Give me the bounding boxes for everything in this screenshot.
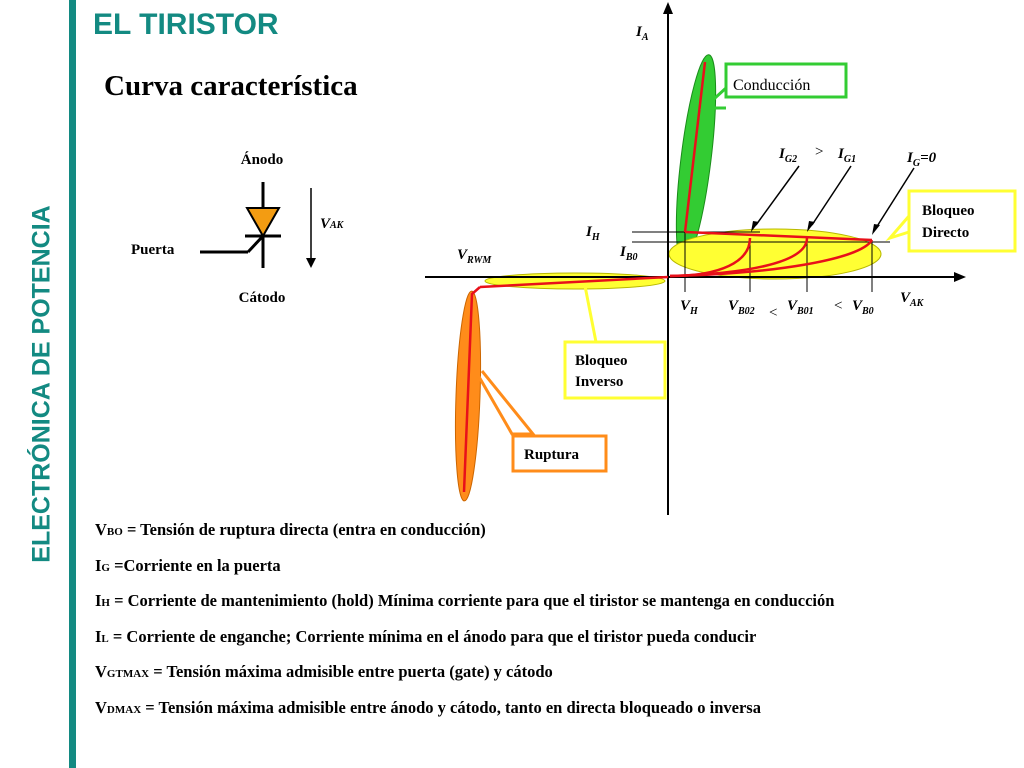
ruptura-pointer xyxy=(476,370,537,436)
bloqueo-inverso-label-1: Bloqueo xyxy=(575,353,628,369)
thyristor-triangle xyxy=(245,207,281,239)
vb0-label: VB0 xyxy=(852,298,874,317)
bloqueo-inverso-pointer xyxy=(583,285,610,344)
gate-label: Puerta xyxy=(131,242,175,258)
anode-label: Ánodo xyxy=(241,151,284,168)
x-axis-arrow xyxy=(954,272,966,282)
bloqueo-inverso-box xyxy=(563,340,667,400)
bloqueo-inverso-label-2: Inverso xyxy=(575,374,623,390)
definition-item: IH = Corriente de mantenimiento (hold) M… xyxy=(95,591,835,610)
bloqueo-directo-label-1: Bloqueo xyxy=(922,203,975,219)
ig0-arrow-head xyxy=(872,224,880,235)
holding-curve xyxy=(684,230,873,242)
sidebar-title: ELECTRÓNICA DE POTENCIA xyxy=(27,205,56,563)
vb02-label: VB02 xyxy=(728,298,755,317)
bloqueo-directo-pointer xyxy=(885,215,911,242)
sidebar-accent-bar xyxy=(69,0,76,768)
bloqueo-directo-box xyxy=(907,189,1017,253)
definition-item: IL = Corriente de enganche; Corriente mí… xyxy=(95,626,757,646)
conduccion-box xyxy=(724,62,848,99)
y-axis-arrow xyxy=(663,2,673,14)
ig-gt-label: > xyxy=(815,144,823,160)
gate-lead-diagonal xyxy=(246,234,265,254)
vh-label: VH xyxy=(680,298,699,317)
ig0-arrow xyxy=(875,167,915,229)
ig2-arrow xyxy=(755,165,800,226)
vrwm-label: VRWM xyxy=(457,247,492,266)
definition-item: VBO = Tensión de ruptura directa (entra … xyxy=(95,520,486,539)
lt1-label: < xyxy=(769,305,777,321)
definition-item: VGTMAX = Tensión máxima admisible entre … xyxy=(95,662,553,681)
slide-subtitle: Curva característica xyxy=(104,70,358,102)
thyristor-symbol: Ánodo Puerta Cátodo VAK xyxy=(131,151,345,306)
ib0-label: IB0 xyxy=(619,244,638,263)
slide-title: EL TIRISTOR xyxy=(93,8,279,41)
conduction-curve xyxy=(683,61,707,233)
ruptura-label: Ruptura xyxy=(524,447,580,463)
ig0-label: IG=0 xyxy=(906,150,937,169)
forward-block-curve-ig0 xyxy=(669,239,874,278)
ig2-arrow-head xyxy=(751,221,759,232)
breakdown-curve xyxy=(462,286,481,493)
vb01-label: VB01 xyxy=(787,298,814,317)
definition-item: IG =Corriente en la puerta xyxy=(95,555,281,575)
ig1-arrow-head xyxy=(807,221,815,232)
vak-arrow-head xyxy=(306,258,316,268)
definitions-list: VBO = Tensión de ruptura directa (entra … xyxy=(95,520,834,733)
conduccion-label: Conducción xyxy=(733,77,810,94)
lt2-label: < xyxy=(834,298,842,314)
ruptura-box xyxy=(511,434,608,473)
ig1-arrow xyxy=(811,165,852,226)
cathode-label: Cátodo xyxy=(239,290,286,306)
definition-item: VDMAX = Tensión máxima admisible entre á… xyxy=(95,697,761,717)
y-axis-label: IA xyxy=(635,24,649,43)
ih-label: IH xyxy=(585,224,601,243)
vak-label: VAK xyxy=(320,216,345,232)
characteristic-curve-diagram: Conducción Bloqueo Directo Bloqueo Inver… xyxy=(425,2,1017,515)
bloqueo-directo-label-2: Directo xyxy=(922,225,969,241)
x-axis-label: VAK xyxy=(900,290,925,309)
ig2-label: IG2 xyxy=(778,146,797,165)
conduction-pointer xyxy=(700,86,728,110)
ig1-label: IG1 xyxy=(837,146,856,165)
reverse-block-curve xyxy=(479,275,669,289)
